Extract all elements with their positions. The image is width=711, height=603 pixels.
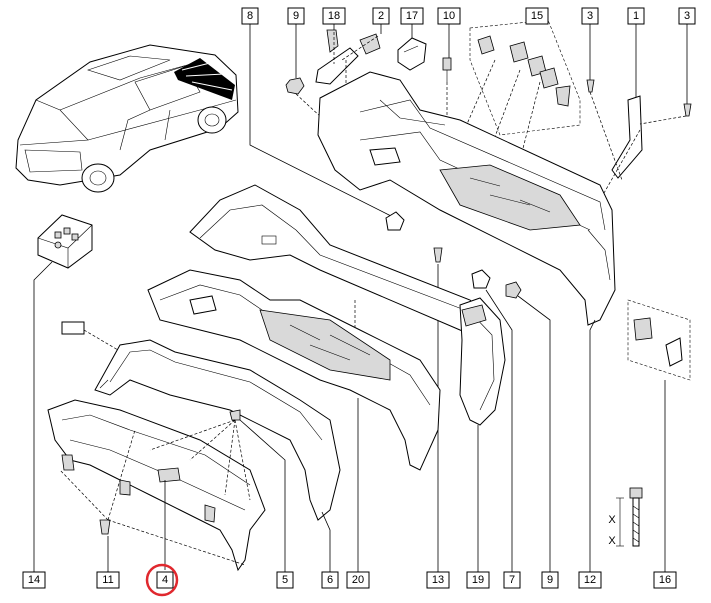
callout-label: 12 — [584, 574, 596, 586]
callout-label: 2 — [378, 10, 384, 22]
callout-box: 18 — [322, 7, 346, 25]
nut-9-top — [285, 77, 323, 119]
callout-box: 3 — [678, 7, 696, 25]
callout-box: 15 — [525, 7, 549, 25]
callout-label: 20 — [352, 574, 364, 586]
rear-bumper-12 — [317, 71, 616, 572]
dimension-mark-2: X — [608, 535, 616, 547]
parking-sensor-kit-15 — [459, 19, 581, 161]
vehicle-locator-illustration — [15, 44, 239, 193]
trailer-hook-cover-17 — [397, 37, 427, 71]
callout-box: 4 — [156, 571, 174, 589]
bumper-beam-4 — [47, 399, 266, 572]
fastener-kit-box — [33, 214, 93, 572]
callout-box: 10 — [437, 7, 461, 25]
callout-label: 9 — [293, 10, 299, 22]
callout-box: 2 — [372, 7, 390, 25]
bottom-callouts: 14 11 4 5 6 20 13 19 7 9 12 16 — [22, 571, 677, 589]
callout-label: 3 — [684, 10, 690, 22]
dimension-mark-1: X — [608, 514, 616, 526]
callout-box: 5 — [276, 571, 294, 589]
callout-label: 4 — [162, 574, 168, 586]
callout-label: 7 — [509, 574, 515, 586]
callout-label: 1 — [633, 10, 639, 22]
callout-label: 18 — [328, 10, 340, 22]
callout-box: 20 — [346, 571, 370, 589]
bolt-dimension-detail: X X — [608, 487, 643, 547]
callout-box: 9 — [541, 571, 559, 589]
callout-label: 15 — [531, 10, 543, 22]
callout-box: 3 — [581, 7, 599, 25]
callout-label: 13 — [432, 574, 444, 586]
rivets-11-5 — [59, 409, 286, 572]
callout-label: 9 — [547, 574, 553, 586]
callout-label: 6 — [327, 574, 333, 586]
callout-label: 14 — [28, 574, 40, 586]
callout-box: 1 — [627, 7, 645, 25]
callout-label: 19 — [472, 574, 484, 586]
screw-10 — [442, 57, 452, 118]
top-leader-lines — [249, 24, 688, 219]
callout-label: 17 — [406, 10, 418, 22]
callout-box: 9 — [287, 7, 305, 25]
callout-label: 3 — [587, 10, 593, 22]
rear-diffuser-20 — [147, 269, 441, 572]
callout-box: 7 — [503, 571, 521, 589]
callout-label: 11 — [102, 574, 113, 586]
top-callouts: 8 9 18 2 17 10 15 3 1 3 — [241, 7, 696, 25]
callout-box: 16 — [653, 571, 677, 589]
callout-label: 8 — [247, 10, 253, 22]
sensor-bracket-kit-16 — [627, 299, 691, 572]
callout-box: 17 — [400, 7, 424, 25]
callout-box: 14 — [22, 571, 46, 589]
callout-label: 5 — [282, 574, 288, 586]
callout-box: 12 — [578, 571, 602, 589]
highlight-circle — [145, 563, 179, 597]
callout-box: 11 — [96, 571, 120, 589]
callout-box: 6 — [321, 571, 339, 589]
callout-box: 19 — [466, 571, 490, 589]
callout-box: 8 — [241, 7, 259, 25]
callout-box: 13 — [426, 571, 450, 589]
pins-and-bracket-right — [586, 79, 692, 201]
side-cover-19 — [459, 297, 506, 572]
lower-trim-6 — [61, 321, 341, 572]
callout-label: 16 — [659, 574, 671, 586]
callout-label: 10 — [443, 10, 455, 22]
mounting-clips-18-2 — [315, 29, 381, 95]
